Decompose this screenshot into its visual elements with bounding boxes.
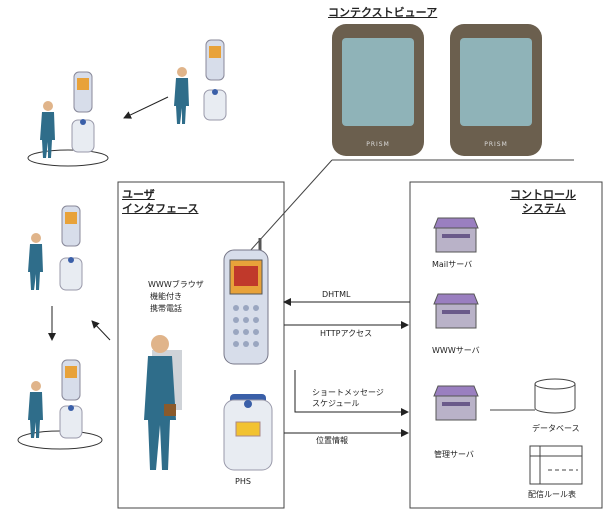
user-interface-title-1: ユーザ: [122, 188, 155, 201]
flow-arrow-left: [91, 320, 111, 341]
rule-table-label: 配信ルール表: [528, 490, 576, 499]
phone-label-1: WWWブラウザ: [148, 280, 204, 289]
control-system-title-1: コントロール: [510, 188, 576, 201]
context-viewer-title: コンテクストビューア: [328, 6, 438, 19]
scene-top-right-person-icon: [174, 67, 189, 124]
database-label: データベース: [532, 424, 580, 433]
location-label: 位置情報: [316, 436, 348, 445]
scene-top-phone-icon: [71, 71, 95, 153]
mail-server-icon: [433, 217, 479, 253]
viewer-screen-photo-1: PRISM: [332, 24, 424, 156]
scene-middle-person-icon: [28, 233, 43, 290]
www-server-label: WWWサーバ: [432, 346, 480, 355]
phone-label-3: 携帯電話: [150, 304, 182, 313]
viewer-screen-photo-2: PRISM: [450, 24, 542, 156]
mobile-phone-icon: [223, 238, 269, 365]
www-server-icon: [433, 293, 479, 329]
flow-arrow-top: [123, 96, 169, 119]
rule-table-icon: [529, 445, 583, 485]
sms-label-2: スケジュール: [312, 399, 360, 408]
phs-label: PHS: [235, 477, 251, 486]
user-interface-frame: [117, 181, 285, 509]
sms-label-1: ショートメッセージ: [312, 388, 384, 397]
scene-bottom-person-icon: [28, 381, 43, 438]
mail-server-label: Mailサーバ: [432, 260, 473, 269]
sms-arrow: [294, 370, 409, 416]
manage-server-icon: [433, 385, 479, 421]
scene-bottom-phone-icon: [59, 359, 83, 439]
scene-top-right-phone-icon: [203, 39, 227, 121]
phone-label-2: 機能付き: [150, 292, 182, 301]
database-icon: [534, 378, 576, 414]
person-icon: [144, 335, 182, 470]
http-label: HTTPアクセス: [320, 329, 373, 338]
phs-icon: [223, 394, 273, 471]
area-ellipse-top: [27, 149, 109, 167]
control-system-title-2: システム: [522, 202, 566, 215]
user-interface-title-2: インタフェース: [122, 202, 199, 215]
scene-top-person-icon: [40, 101, 55, 158]
manage-server-label: 管理サーバ: [434, 450, 474, 459]
dhtml-label: DHTML: [322, 290, 351, 299]
control-system-frame: [409, 181, 603, 509]
scene-middle-phone-icon: [59, 205, 83, 291]
viewer-callout-line: [239, 159, 333, 263]
